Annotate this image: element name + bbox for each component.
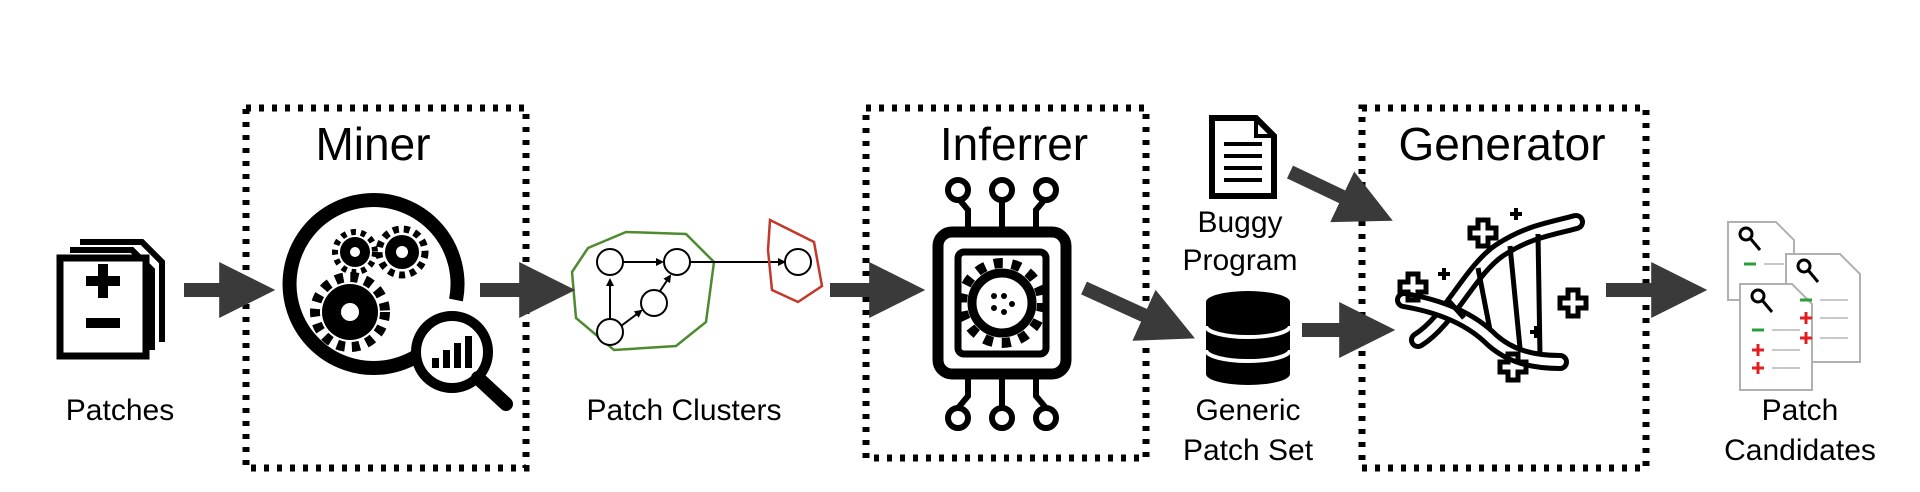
patches-label: Patches [66, 394, 174, 427]
arrow-buggy-to-generator [1286, 165, 1393, 223]
gears-magnifier-icon [282, 193, 513, 411]
generic-patch-set-label-line2: Patch Set [1183, 434, 1314, 467]
patch-candidates-label-line2: Candidates [1724, 434, 1876, 467]
buggy-program-label-line2: Program [1182, 244, 1297, 277]
inferrer-title: Inferrer [940, 118, 1088, 170]
buggy-program-label-line1: Buggy [1197, 206, 1282, 239]
patch-clusters-label: Patch Clusters [586, 394, 781, 427]
patch-candidates-label-line1: Patch [1762, 394, 1839, 427]
arrow-inferrer-to-patchset [1081, 281, 1195, 341]
chip-gear-icon [932, 177, 1072, 431]
miner-title: Miner [315, 118, 430, 170]
graph-cluster-icon [570, 218, 824, 352]
database-icon [1204, 291, 1292, 385]
patch-files-icon [1727, 221, 1861, 391]
generator-title: Generator [1398, 118, 1605, 170]
patch-document-icon [56, 239, 165, 360]
document-icon [1209, 115, 1277, 199]
inferrer-stage-box [862, 104, 1150, 462]
generator-stage-box [1358, 104, 1650, 472]
dna-icon [1395, 208, 1589, 383]
generic-patch-set-label-line1: Generic [1195, 394, 1300, 427]
